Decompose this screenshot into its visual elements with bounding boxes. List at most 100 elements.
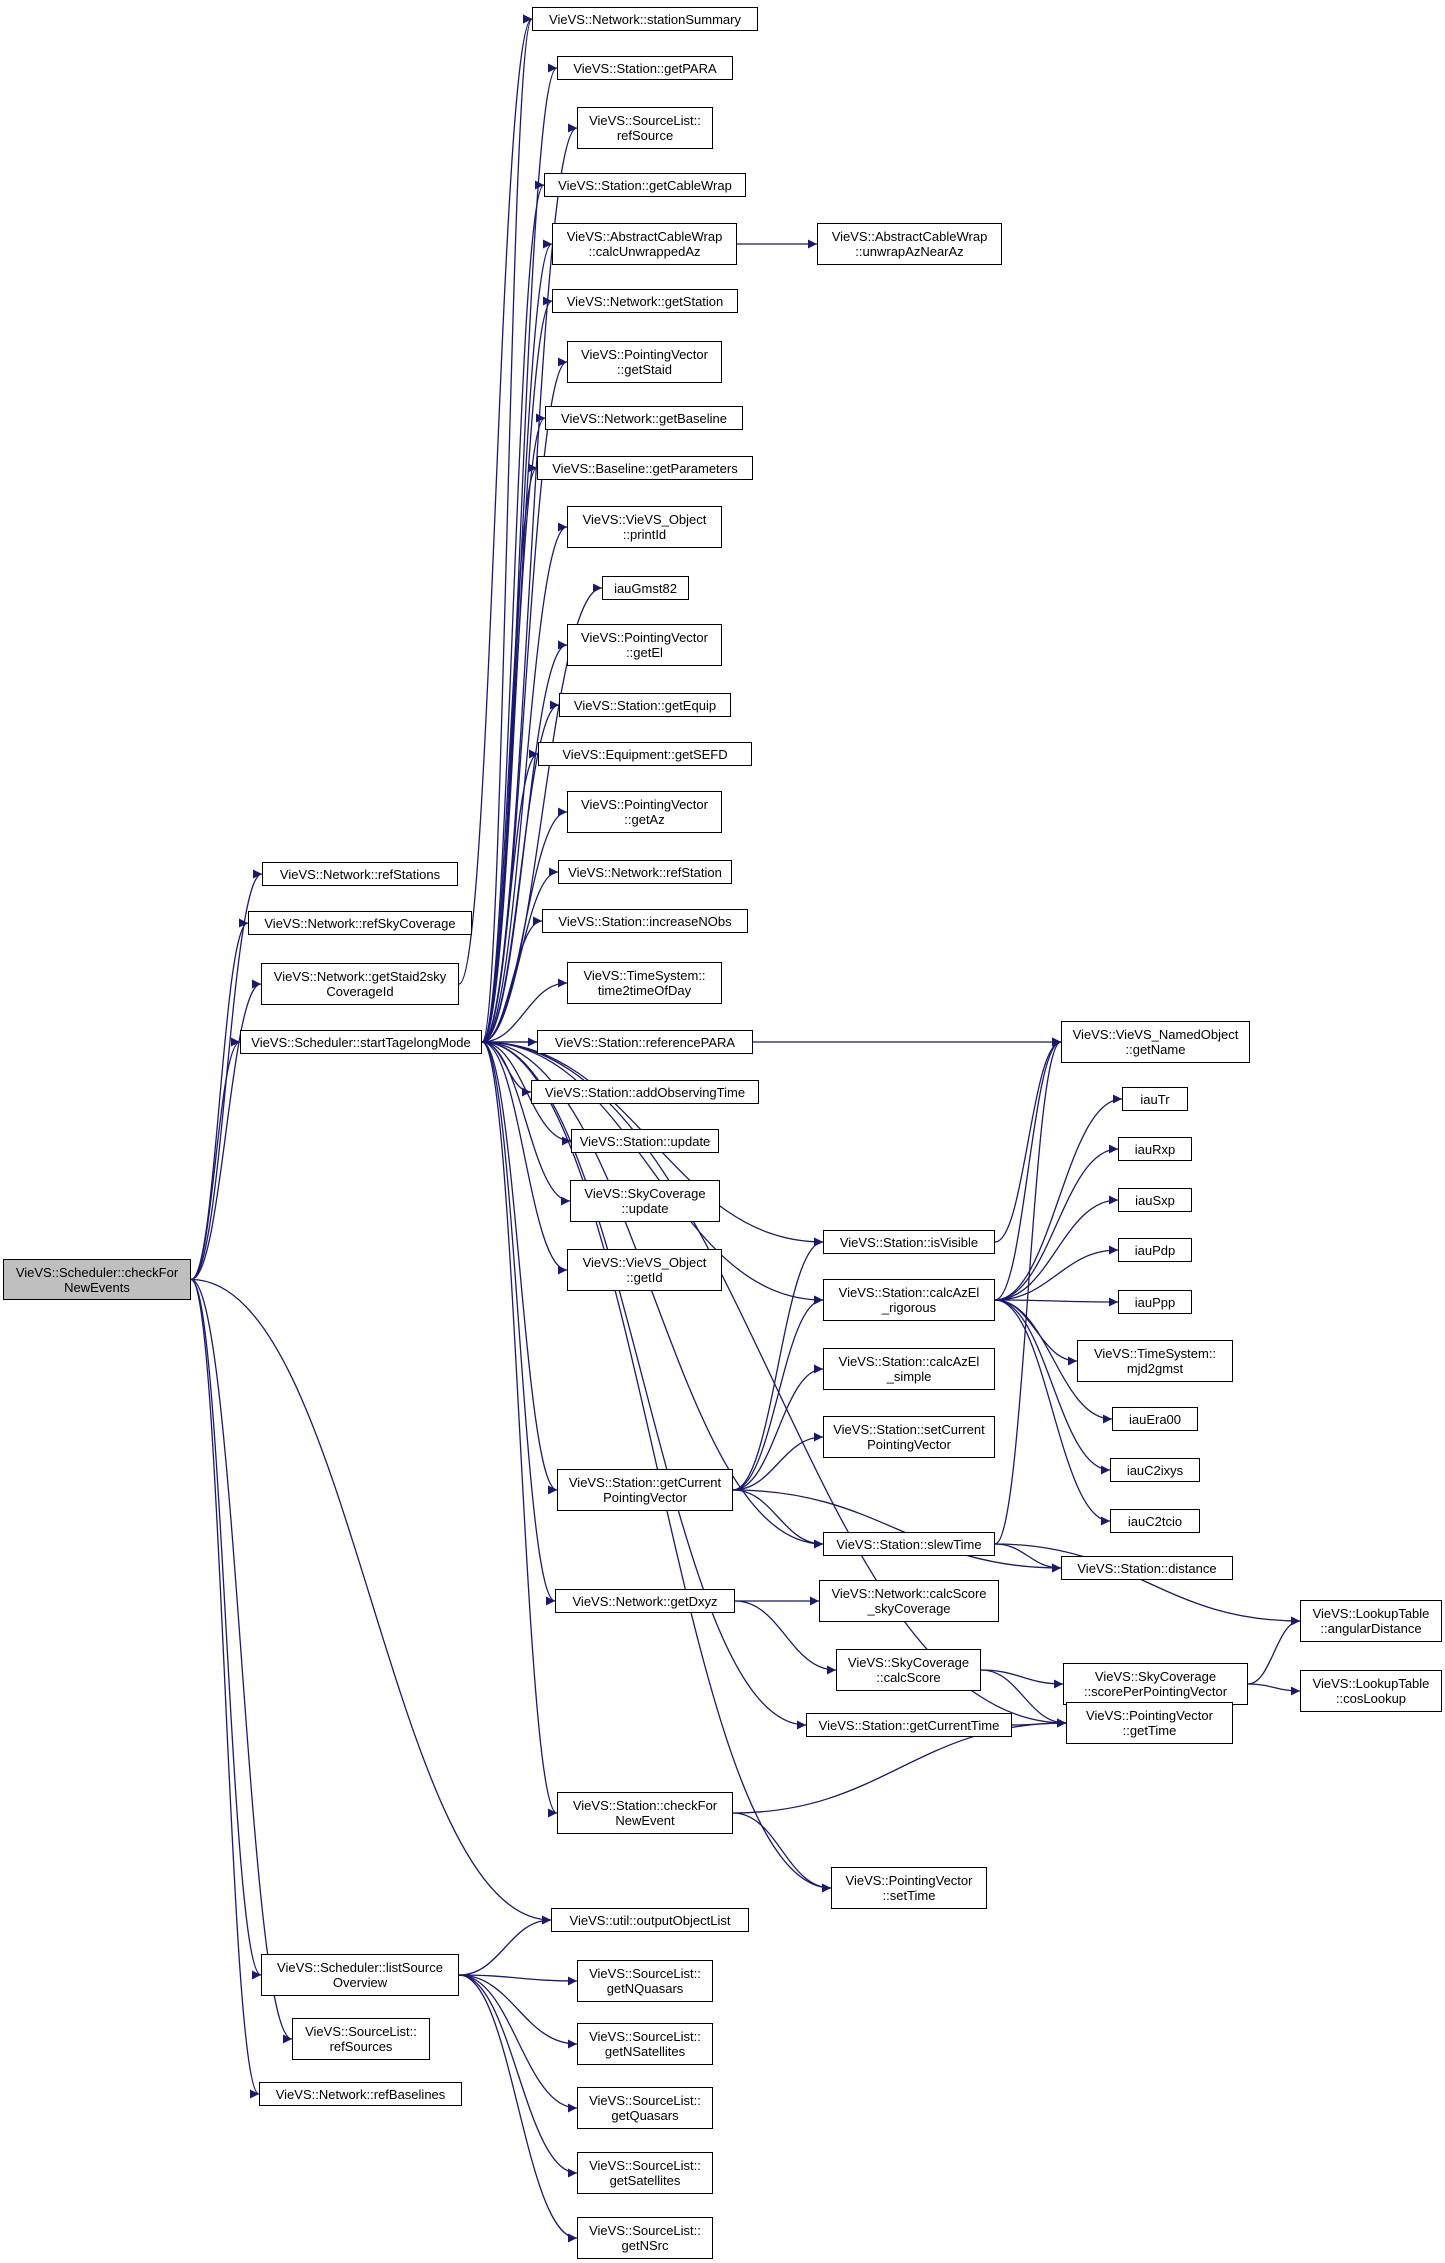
- graph-node-label: VieVS::VieVS_Object: [582, 512, 707, 527]
- graph-node-label: VieVS::TimeSystem::: [1093, 1346, 1217, 1361]
- graph-node[interactable]: VieVS::Baseline::getParameters: [537, 456, 753, 480]
- call-edge: [190, 979, 262, 1281]
- graph-node-label: VieVS::Station::isVisible: [839, 1234, 979, 1250]
- call-edge: [732, 1432, 824, 1491]
- call-edge: [458, 1974, 578, 2178]
- graph-node-label: getNSrc: [621, 2238, 669, 2253]
- graph-node[interactable]: VieVS::Station::update: [571, 1129, 719, 1153]
- call-edge: [994, 1094, 1123, 1301]
- graph-node[interactable]: VieVS::Station::isVisible: [823, 1230, 995, 1254]
- graph-node[interactable]: VieVS::Station::referencePARA: [537, 1030, 753, 1054]
- graph-node[interactable]: VieVS::LookupTable::angularDistance: [1300, 1600, 1442, 1642]
- graph-node-label: VieVS::Scheduler::listSource: [277, 1960, 443, 1975]
- graph-node[interactable]: VieVS::SourceList::getQuasars: [577, 2087, 713, 2129]
- graph-node-label: iauGmst82: [614, 580, 677, 596]
- graph-node[interactable]: VieVS::SourceList::getNQuasars: [577, 1960, 713, 2002]
- call-edge: [732, 1812, 832, 1893]
- graph-node[interactable]: VieVS::AbstractCableWrap::unwrapAzNearAz: [817, 223, 1002, 265]
- graph-node[interactable]: VieVS::Network::stationSummary: [532, 7, 758, 31]
- call-edge: [481, 14, 533, 1043]
- call-edge: [994, 1144, 1119, 1301]
- graph-node[interactable]: VieVS::Station::addObservingTime: [531, 1080, 759, 1104]
- graph-node[interactable]: VieVS::Station::slewTime: [823, 1532, 995, 1556]
- graph-node[interactable]: VieVS::SkyCoverage::calcScore: [836, 1649, 981, 1691]
- graph-node[interactable]: iauPpp: [1118, 1290, 1192, 1314]
- graph-node[interactable]: VieVS::PointingVector::getStaid: [567, 341, 722, 383]
- graph-node-label: _skyCoverage: [867, 1601, 951, 1616]
- graph-node-label: VieVS::SkyCoverage: [1094, 1669, 1217, 1684]
- graph-node[interactable]: VieVS::AbstractCableWrap::calcUnwrappedA…: [552, 223, 737, 265]
- graph-node[interactable]: iauGmst82: [602, 576, 689, 600]
- graph-node[interactable]: VieVS::SourceList::getNSrc: [577, 2217, 713, 2259]
- graph-node[interactable]: VieVS::LookupTable::cosLookup: [1300, 1670, 1442, 1712]
- graph-node[interactable]: VieVS::VieVS_Object::printId: [567, 506, 722, 548]
- graph-node-label: getQuasars: [611, 2108, 679, 2123]
- graph-node[interactable]: VieVS::Station::getEquip: [559, 693, 731, 717]
- graph-node[interactable]: VieVS::Network::getStation: [552, 289, 738, 313]
- graph-node-label: VieVS::Scheduler::startTagelongMode: [251, 1034, 471, 1050]
- graph-node-label: VieVS::SkyCoverage: [584, 1186, 706, 1201]
- graph-node-label: time2timeOfDay: [597, 983, 692, 998]
- graph-node[interactable]: VieVS::Equipment::getSEFD: [538, 742, 752, 766]
- call-edge: [980, 1669, 1064, 1689]
- graph-node[interactable]: iauEra00: [1112, 1407, 1198, 1431]
- graph-node[interactable]: iauPdp: [1118, 1238, 1192, 1262]
- graph-node[interactable]: VieVS::Station::getCurrentTime: [806, 1713, 1012, 1737]
- graph-node[interactable]: VieVS::VieVS_NamedObject::getName: [1061, 1021, 1250, 1063]
- graph-node[interactable]: VieVS::Network::getBaseline: [545, 406, 743, 430]
- graph-node[interactable]: iauC2ixys: [1110, 1458, 1200, 1482]
- graph-node-label: ::getName: [1125, 1042, 1186, 1057]
- graph-node-label: VieVS::Station::referencePARA: [554, 1034, 736, 1050]
- graph-node-label: VieVS::PointingVector: [581, 797, 708, 812]
- graph-node-label: ::getStaid: [617, 362, 672, 377]
- graph-node[interactable]: VieVS::Network::calcScore_skyCoverage: [819, 1580, 999, 1622]
- graph-node[interactable]: VieVS::Network::refBaselines: [259, 2082, 462, 2106]
- graph-node[interactable]: VieVS::TimeSystem::time2timeOfDay: [567, 962, 722, 1004]
- graph-node[interactable]: VieVS::util::outputObjectList: [551, 1908, 749, 1932]
- call-edge: [190, 1278, 260, 2099]
- graph-node[interactable]: iauC2tcio: [1110, 1509, 1200, 1533]
- graph-node[interactable]: VieVS::Station::distance: [1061, 1556, 1233, 1580]
- graph-node[interactable]: iauTr: [1122, 1087, 1188, 1111]
- call-edge: [481, 463, 538, 1043]
- graph-node[interactable]: VieVS::Station::calcAzEl_simple: [823, 1348, 995, 1390]
- graph-node-label: VieVS::AbstractCableWrap: [566, 229, 723, 244]
- graph-node[interactable]: VieVS::Network::refStations: [262, 862, 458, 886]
- graph-node[interactable]: iauSxp: [1118, 1188, 1192, 1212]
- graph-node[interactable]: VieVS::PointingVector::setTime: [831, 1867, 987, 1909]
- graph-node[interactable]: VieVS::SourceList::getNSatellites: [577, 2023, 713, 2065]
- call-edge: [481, 978, 568, 1043]
- graph-node[interactable]: VieVS::Network::getDxyz: [555, 1589, 735, 1613]
- graph-node[interactable]: VieVS::Station::increaseNObs: [542, 909, 748, 933]
- graph-node[interactable]: VieVS::Network::refSkyCoverage: [248, 911, 472, 935]
- graph-node[interactable]: VieVS::Station::getPARA: [557, 56, 733, 80]
- graph-node[interactable]: VieVS::Station::getCableWrap: [544, 173, 746, 197]
- graph-node[interactable]: VieVS::PointingVector::getEl: [567, 624, 722, 666]
- call-edge: [732, 1295, 824, 1491]
- graph-node[interactable]: VieVS::SkyCoverage::update: [570, 1180, 720, 1222]
- call-edge: [458, 1974, 578, 2049]
- graph-node[interactable]: VieVS::TimeSystem::mjd2gmst: [1077, 1340, 1233, 1382]
- graph-node[interactable]: VieVS::Network::refStation: [558, 860, 732, 884]
- graph-node-label: VieVS::util::outputObjectList: [569, 1912, 731, 1928]
- graph-node[interactable]: VieVS::SourceList::refSource: [577, 107, 713, 149]
- graph-node-label: VieVS::SourceList::: [589, 2223, 701, 2238]
- graph-node-label: VieVS::SourceList::: [589, 113, 701, 128]
- graph-node[interactable]: VieVS::Station::calcAzEl_rigorous: [823, 1279, 995, 1321]
- graph-node[interactable]: VieVS::PointingVector::getTime: [1066, 1702, 1233, 1744]
- call-edge: [481, 700, 560, 1043]
- graph-node[interactable]: VieVS::SourceList::refSources: [292, 2018, 430, 2060]
- graph-node[interactable]: VieVS::Scheduler::startTagelongMode: [240, 1030, 482, 1054]
- call-edge: [1247, 1616, 1301, 1685]
- graph-node[interactable]: VieVS::PointingVector::getAz: [567, 791, 722, 833]
- graph-node[interactable]: VieVS::VieVS_Object::getId: [567, 1249, 722, 1291]
- graph-node[interactable]: VieVS::SkyCoverage::scorePerPointingVect…: [1063, 1663, 1248, 1705]
- graph-node[interactable]: VieVS::SourceList::getSatellites: [577, 2152, 713, 2194]
- graph-node[interactable]: iauRxp: [1118, 1137, 1192, 1161]
